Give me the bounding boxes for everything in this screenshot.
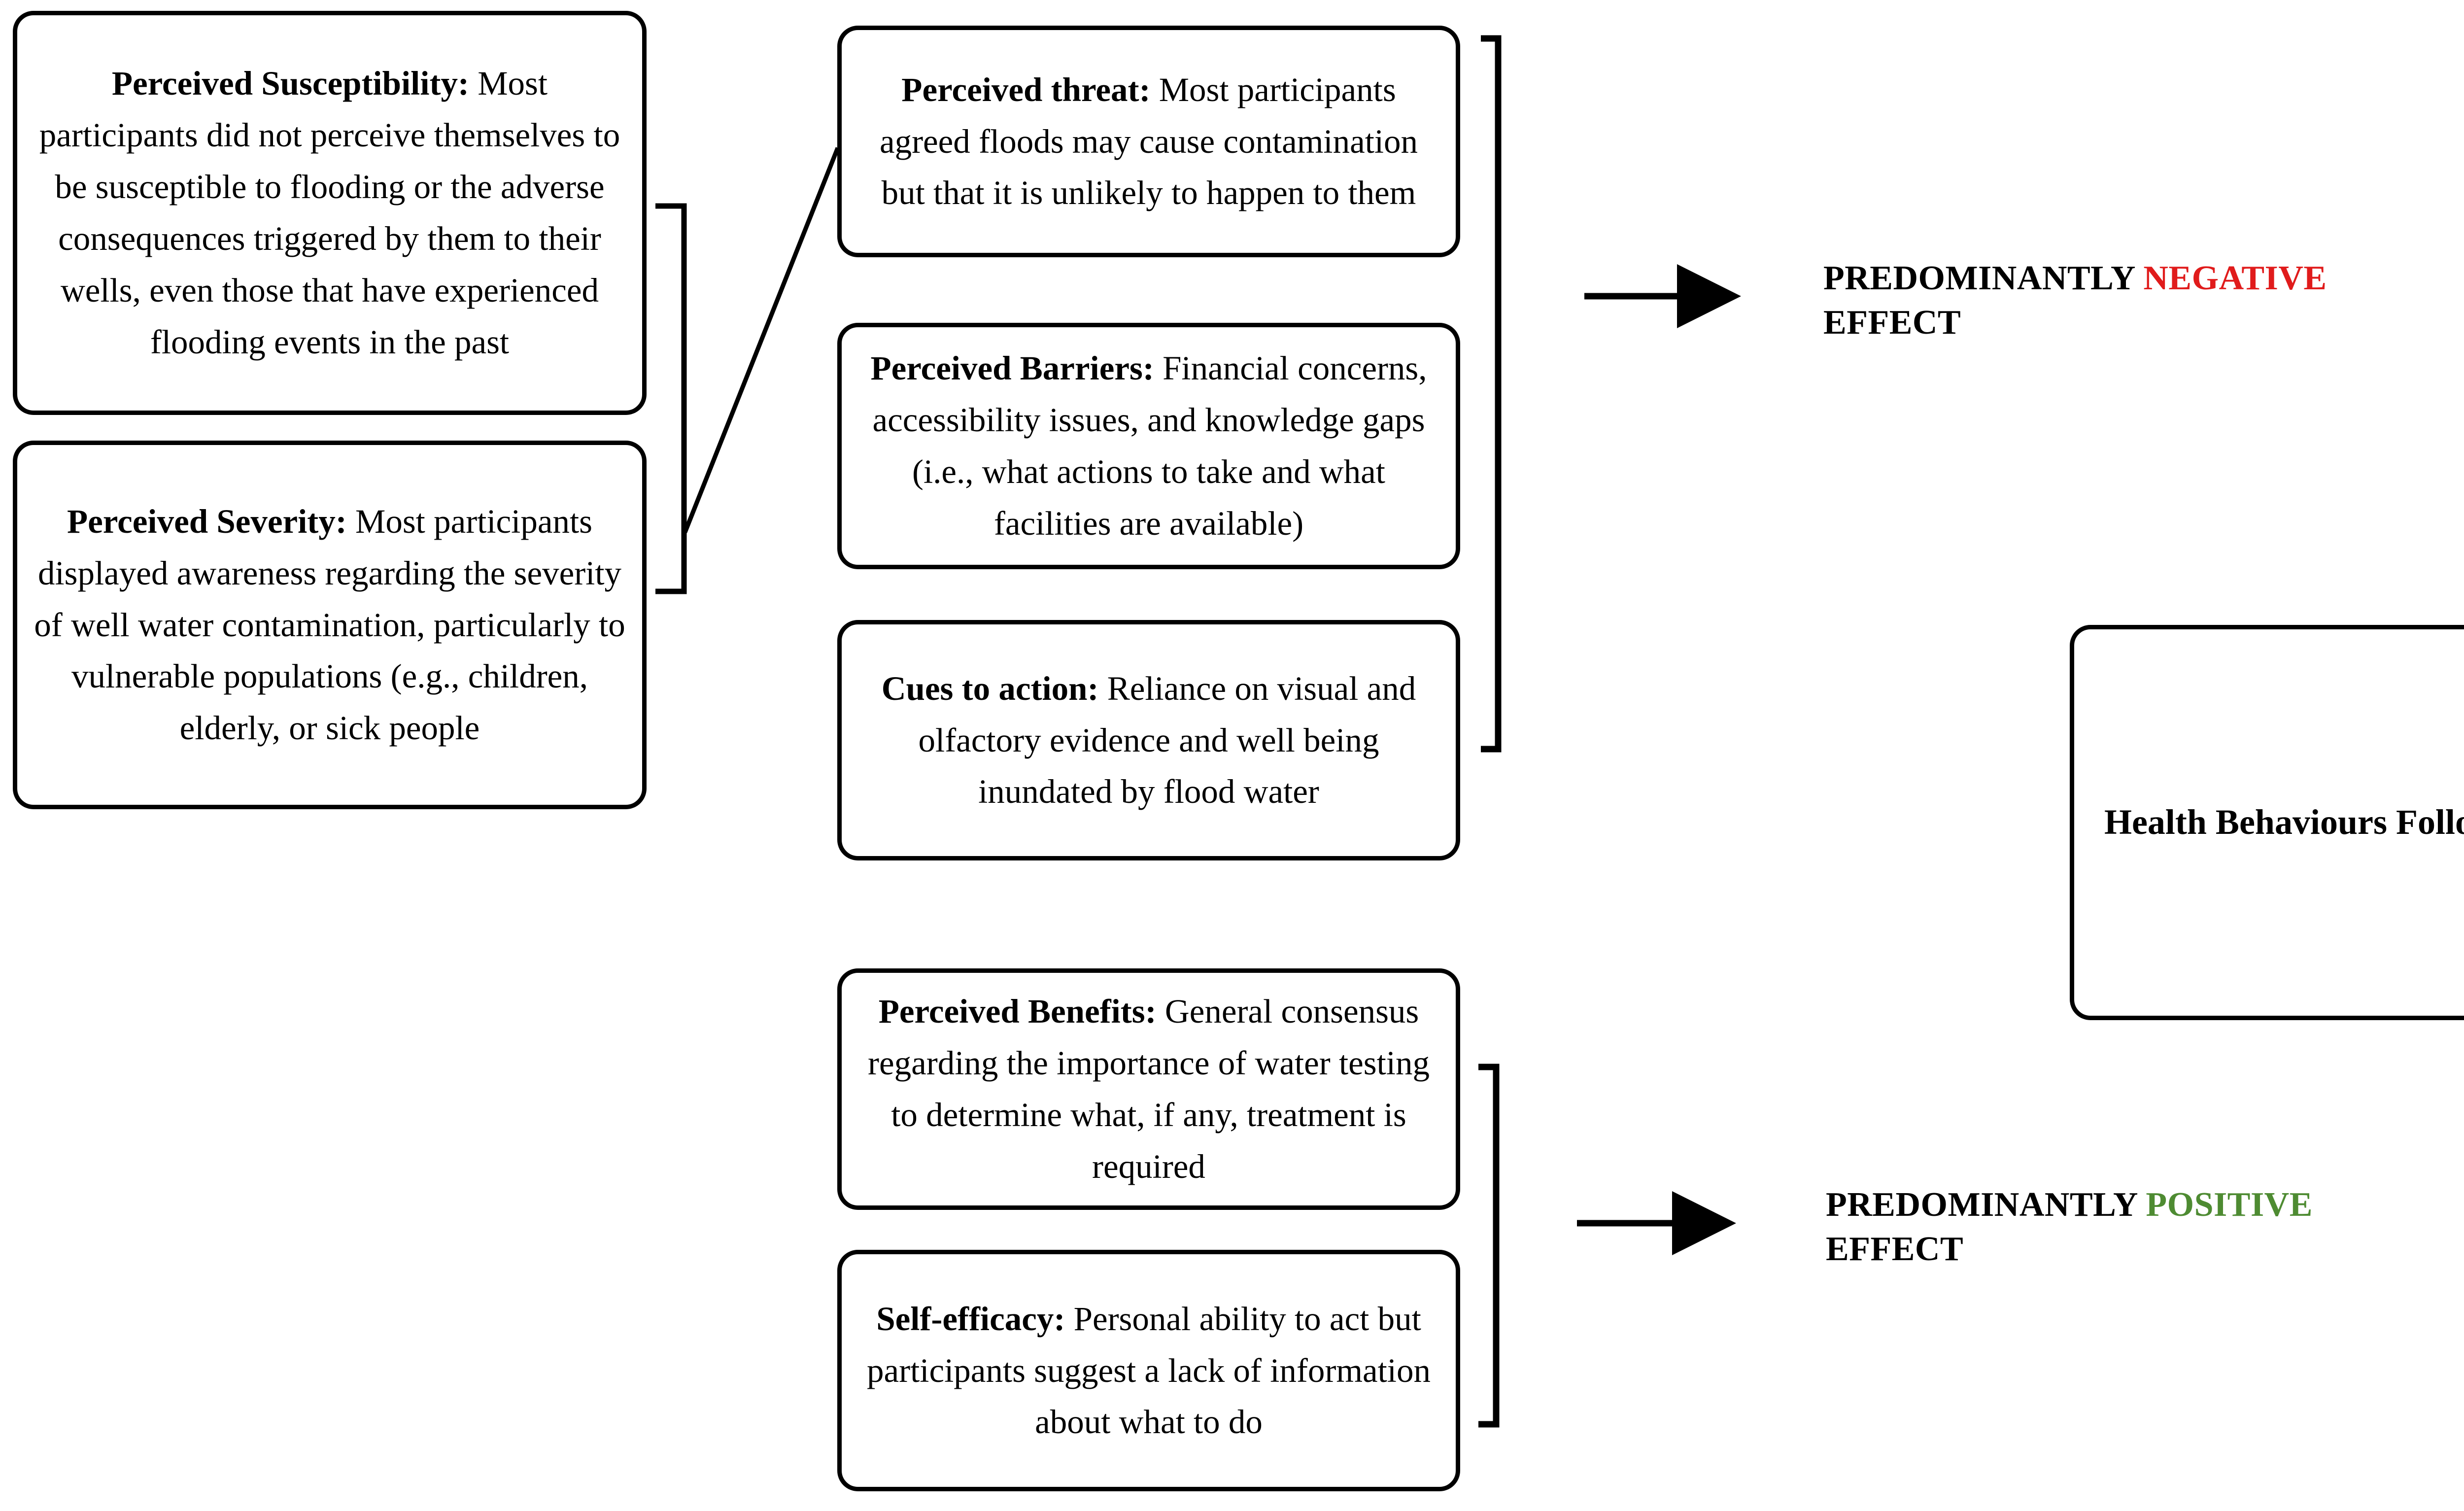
node-health-behaviours-following-floods: Health Behaviours Following Floods bbox=[2070, 625, 2464, 1020]
node-perceived-barriers: Perceived Barriers: Financial concerns, … bbox=[837, 323, 1460, 569]
positive-highlight: POSITIVE bbox=[2146, 1186, 2313, 1224]
connector-left-to-threat bbox=[683, 147, 840, 533]
node-label: Perceived threat: bbox=[901, 70, 1151, 108]
node-label: Perceived Barriers: bbox=[870, 349, 1154, 387]
node-label: Cues to action: bbox=[881, 669, 1099, 707]
bracket-lower-middle-group bbox=[1478, 1064, 1500, 1428]
node-body: Most participants displayed awareness re… bbox=[34, 502, 625, 747]
node-perceived-benefits: Perceived Benefits: General consensus re… bbox=[837, 968, 1460, 1210]
positive-prefix: PREDOMINANTLY bbox=[1826, 1186, 2146, 1224]
node-text: Perceived Severity: Most participants di… bbox=[17, 496, 642, 754]
bracket-upper-middle-group bbox=[1481, 35, 1502, 753]
positive-suffix: EFFECT bbox=[1826, 1230, 1964, 1268]
node-text: Perceived Susceptibility: Most participa… bbox=[17, 58, 642, 368]
node-body: Personal ability to act but participants… bbox=[867, 1300, 1431, 1441]
negative-prefix: PREDOMINANTLY bbox=[1823, 259, 2144, 297]
label-predominantly-positive-effect: PREDOMINANTLY POSITIVE EFFECT bbox=[1826, 1183, 2313, 1271]
bracket-left-group bbox=[655, 203, 687, 594]
node-body: Reliance on visual and olfactory evidenc… bbox=[918, 669, 1416, 811]
node-label: Self-efficacy: bbox=[876, 1300, 1065, 1338]
node-label: Perceived Benefits: bbox=[878, 993, 1157, 1030]
node-label: Perceived Susceptibility: bbox=[111, 65, 469, 103]
node-text: Cues to action: Reliance on visual and o… bbox=[842, 663, 1456, 818]
node-label: Perceived Severity: bbox=[67, 502, 347, 540]
node-body: Most participants did not perceive thems… bbox=[39, 65, 620, 361]
node-text: Perceived Benefits: General consensus re… bbox=[842, 986, 1456, 1193]
node-self-efficacy: Self-efficacy: Personal ability to act b… bbox=[837, 1250, 1460, 1491]
node-text: Perceived Barriers: Financial concerns, … bbox=[842, 343, 1456, 549]
node-perceived-susceptibility: Perceived Susceptibility: Most participa… bbox=[13, 11, 647, 415]
node-perceived-threat: Perceived threat: Most participants agre… bbox=[837, 26, 1460, 257]
label-predominantly-negative-effect: PREDOMINANTLY NEGATIVE EFFECT bbox=[1823, 256, 2327, 344]
node-cues-to-action: Cues to action: Reliance on visual and o… bbox=[837, 620, 1460, 860]
node-body: Most participants agreed floods may caus… bbox=[879, 70, 1418, 212]
node-perceived-severity: Perceived Severity: Most participants di… bbox=[13, 441, 647, 809]
negative-suffix: EFFECT bbox=[1823, 303, 1961, 342]
negative-highlight: NEGATIVE bbox=[2143, 259, 2327, 297]
node-text: Perceived threat: Most participants agre… bbox=[842, 64, 1456, 219]
node-body: Financial concerns, accessibility issues… bbox=[872, 349, 1427, 542]
node-text: Self-efficacy: Personal ability to act b… bbox=[842, 1293, 1456, 1448]
outcome-text: Health Behaviours Following Floods bbox=[2104, 802, 2464, 842]
node-body: General consensus regarding the importan… bbox=[868, 993, 1430, 1185]
